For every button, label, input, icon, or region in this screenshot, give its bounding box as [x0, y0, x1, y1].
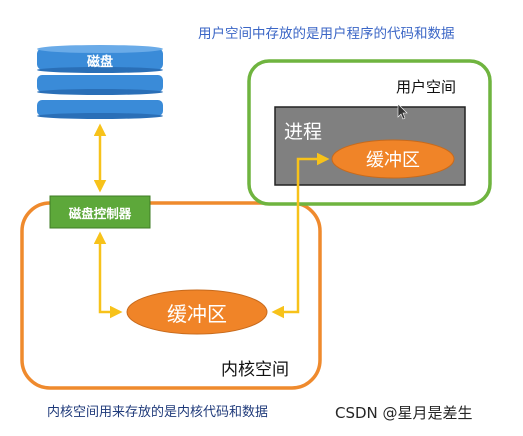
disk-stack	[37, 45, 163, 119]
user-space-label: 用户空间	[396, 78, 457, 96]
watermark: CSDN @星月是差生	[335, 404, 473, 422]
user-buffer-ellipse	[331, 139, 455, 179]
disk-label: 磁盘	[86, 54, 113, 70]
kernel-buffer-label: 缓冲区	[167, 301, 227, 326]
controller-kernel-buffer-arrow	[93, 231, 123, 319]
kernel-user-buffer-arrow	[271, 152, 330, 319]
cursor-icon	[397, 103, 408, 120]
top-caption: 用户空间中存放的是用户程序的代码和数据	[198, 26, 455, 42]
kernel-buffer-ellipse	[126, 289, 268, 335]
process-label: 进程	[284, 121, 323, 143]
bottom-caption: 内核空间用来存放的是内核代码和数据	[47, 405, 269, 420]
kernel-space-label: 内核空间	[221, 360, 289, 380]
disk-controller-box	[49, 195, 151, 229]
user-buffer-label: 缓冲区	[366, 150, 420, 171]
disk-controller-label: 磁盘控制器	[68, 205, 132, 221]
